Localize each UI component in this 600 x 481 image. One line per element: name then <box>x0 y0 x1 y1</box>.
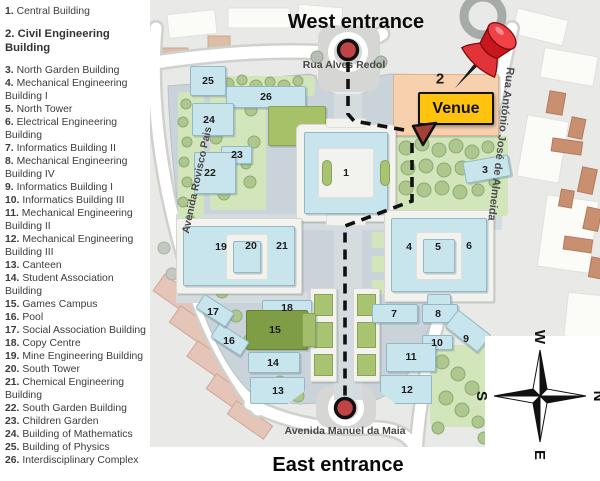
building-label-12: 12 <box>401 384 413 396</box>
building-label-14: 14 <box>267 357 279 369</box>
legend-item-25: 25. Building of Physics <box>5 442 110 453</box>
building-label-3: 3 <box>482 164 488 176</box>
building-label-22: 22 <box>204 167 216 179</box>
legend-item-17: 17. Social Association Building <box>5 325 146 336</box>
building-label-4: 4 <box>406 241 412 253</box>
building-label-21: 21 <box>276 240 288 252</box>
building-label-23: 23 <box>231 149 243 161</box>
legend-item-19: 19. Mine Engineering Building <box>5 351 144 362</box>
spine-garden <box>357 354 376 376</box>
building-15 <box>246 310 308 350</box>
building-1-garden-right <box>380 160 390 186</box>
venue-label: Venue <box>432 99 480 117</box>
west-entrance-title: West entrance <box>287 11 425 33</box>
legend-item-24: 24. Building of Mathematics <box>5 429 133 440</box>
legend-item-9: 9. Informatics Building I <box>5 182 114 193</box>
building-label-8: 8 <box>435 308 441 320</box>
building-22 <box>194 152 236 194</box>
building-label-18: 18 <box>281 302 293 314</box>
building-label-25: 25 <box>202 75 214 87</box>
legend-item-7: 7. Informatics Building II <box>5 143 116 154</box>
building-label-5: 5 <box>435 241 441 253</box>
building-26 <box>226 86 306 108</box>
building-label-2: 2 <box>435 70 445 88</box>
legend-item-5: 5. North Tower <box>5 104 73 115</box>
building-25 <box>190 66 226 96</box>
building-legend: 1. Central Building 2. Civil Engineering… <box>0 0 150 481</box>
campus-map: 1 2 3 4 5 6 7 8 9 10 11 12 13 14 15 16 1… <box>150 0 600 481</box>
venue-callout: Venue <box>418 92 494 125</box>
legend-item-20: 20. South Tower <box>5 364 80 375</box>
legend-item-8: 8. Mechanical Engineering Building IV <box>5 156 128 180</box>
building-label-7: 7 <box>391 308 397 320</box>
legend-item-26: 26. Interdisciplinary Complex <box>5 455 139 466</box>
building-20 <box>233 241 261 273</box>
building-label-17: 17 <box>207 306 219 318</box>
legend-item-10: 10. Informatics Building III <box>5 195 125 206</box>
building-1-north-wing <box>326 118 366 128</box>
spine-garden <box>314 322 333 348</box>
legend-item-1: 1. Central Building <box>5 6 90 17</box>
street-label-rua-alves-redol: Rua Alves Redol <box>302 59 386 71</box>
spine-garden <box>357 322 376 348</box>
legend-item-2-highlighted: 2. Civil Engineering Building <box>5 28 110 54</box>
building-label-10: 10 <box>431 337 443 349</box>
legend-item-12: 12. Mechanical Engineering Building III <box>5 234 134 258</box>
building-15-annex <box>302 313 316 347</box>
building-1-garden-left <box>322 160 332 186</box>
building-label-15: 15 <box>269 324 281 336</box>
building-14 <box>248 352 300 373</box>
building-1-south-wing <box>326 214 366 226</box>
building-24 <box>192 103 234 136</box>
building-label-6: 6 <box>466 240 472 252</box>
legend-item-18: 18. Copy Centre <box>5 338 81 349</box>
spine-garden <box>314 294 333 316</box>
building-label-13: 13 <box>272 385 284 397</box>
building-label-26: 26 <box>260 91 272 103</box>
legend-item-13: 13. Canteen <box>5 260 62 271</box>
legend-item-22: 22. South Garden Building <box>5 403 127 414</box>
legend-item-3: 3. North Garden Building <box>5 65 120 76</box>
building-label-24: 24 <box>203 114 215 126</box>
city-blocks-right <box>516 90 600 343</box>
building-label-16: 16 <box>223 335 235 347</box>
legend-item-21: 21. Chemical Engineering Building <box>5 377 124 401</box>
building-label-19: 19 <box>215 241 227 253</box>
legend-item-23: 23. Children Garden <box>5 416 99 427</box>
legend-item-4: 4. Mechanical Engineering Building I <box>5 78 128 102</box>
building-label-9: 9 <box>463 333 469 345</box>
legend-item-14: 14. Student Association Building <box>5 273 114 297</box>
legend-item-15: 15. Games Campus <box>5 299 98 310</box>
building-13 <box>250 377 305 404</box>
street-label-avenida-manuel-da-maia: Avenida Manuel da Maia <box>284 425 406 437</box>
spine-garden <box>314 354 333 376</box>
building-label-11: 11 <box>405 351 417 363</box>
east-entrance-title: East entrance <box>272 454 404 476</box>
building-5 <box>423 239 455 273</box>
building-label-1: 1 <box>343 167 349 179</box>
legend-item-11: 11. Mechanical Engineering Building II <box>5 208 133 232</box>
building-label-20: 20 <box>245 240 257 252</box>
legend-item-6: 6. Electrical Engineering Building <box>5 117 118 141</box>
legend-item-16: 16. Pool <box>5 312 44 323</box>
